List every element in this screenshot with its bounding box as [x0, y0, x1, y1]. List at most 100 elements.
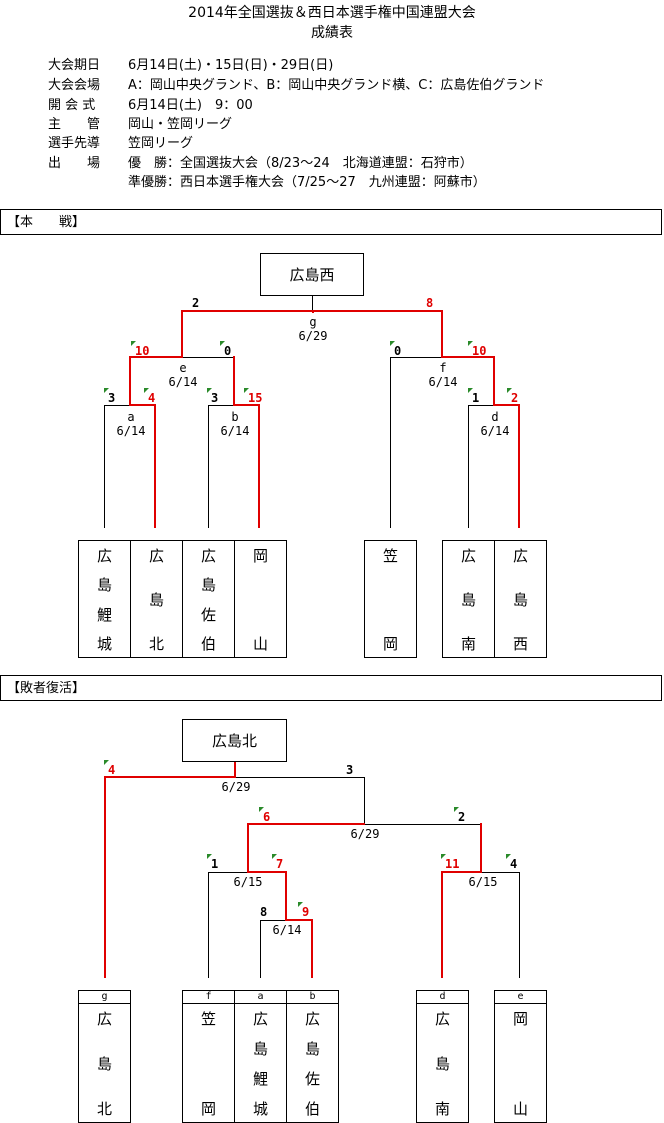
info-label: 選手先導	[48, 136, 101, 151]
team-char: 広	[434, 1010, 450, 1028]
flag-icon	[272, 854, 277, 859]
team-char: 広	[96, 1010, 112, 1028]
team-char: 広	[96, 547, 112, 565]
info-value: 笠岡リーグ	[128, 136, 194, 151]
flag-icon	[441, 854, 446, 859]
info-label: 大会期日	[48, 58, 101, 73]
score: 1	[468, 388, 479, 405]
team-char: 山	[252, 635, 268, 653]
flag-icon	[454, 807, 459, 812]
flag-icon	[468, 388, 473, 393]
info-value: 6月14日(土) 9：00	[128, 98, 253, 113]
flag-icon	[104, 760, 109, 765]
team-char: 島	[460, 591, 476, 609]
score: 8	[260, 905, 268, 919]
team-char: 広	[200, 547, 216, 565]
team-cell: 広島北	[130, 540, 183, 658]
score: 6	[259, 807, 270, 824]
team-char: 岡	[382, 635, 398, 653]
team-char: 島	[304, 1040, 320, 1058]
score: 10	[131, 341, 149, 358]
team-char: 岡	[512, 1010, 528, 1028]
main-champion-box: 広島西	[260, 253, 364, 296]
team-cell: 広島鯉城	[234, 1003, 287, 1123]
team-char: 城	[252, 1100, 268, 1118]
team-char: 南	[434, 1100, 450, 1118]
match-date: 6/14	[272, 923, 302, 937]
flag-icon	[207, 854, 212, 859]
page-subtitle: 成績表	[311, 25, 353, 41]
flag-icon	[507, 388, 512, 393]
team-char: 島	[512, 591, 528, 609]
info-label: 出 場	[48, 156, 101, 171]
slot-header: d	[416, 990, 469, 1004]
team-char: 佐	[200, 605, 216, 624]
score: 1	[207, 854, 218, 871]
score: 11	[441, 854, 459, 871]
losers-section-header: 【敗者復活】	[0, 675, 662, 701]
team-cell: 広島佐伯	[182, 540, 235, 658]
team-cell: 広島鯉城	[78, 540, 131, 658]
score: 4	[104, 760, 115, 777]
flag-icon	[104, 388, 109, 393]
score: 0	[220, 341, 231, 358]
score: 9	[298, 902, 309, 919]
team-char: 岡	[200, 1100, 216, 1118]
team-char: 笠	[382, 547, 398, 565]
team-cell: 広島西	[494, 540, 547, 658]
score: 15	[244, 388, 262, 405]
main-section-header: 【本 戦】	[0, 209, 662, 235]
info-value: 優 勝：全国選抜大会（8/23～24 北海道連盟：石狩市）	[128, 156, 473, 171]
team-char: 山	[512, 1100, 528, 1118]
flag-icon	[144, 388, 149, 393]
team-cell: 広島南	[442, 540, 495, 658]
flag-icon	[220, 341, 225, 346]
team-char: 佐	[304, 1070, 320, 1088]
team-char: 伯	[200, 635, 216, 653]
match-date: 6/15	[468, 875, 498, 889]
info-label: 開 会 式	[48, 98, 96, 113]
team-char: 広	[512, 547, 528, 565]
team-char: 笠	[200, 1010, 216, 1028]
team-char: 広	[304, 1010, 320, 1028]
team-char: 北	[148, 635, 164, 653]
team-char: 城	[96, 635, 112, 653]
team-cell: 広島北	[78, 1003, 131, 1123]
score: 2	[454, 807, 465, 824]
team-cell: 岡山	[234, 540, 287, 658]
info-label: 主 管	[48, 117, 101, 132]
team-char: 島	[434, 1055, 450, 1073]
score: 8	[426, 296, 434, 310]
score: 0	[390, 341, 401, 358]
page-title: 2014年全国選抜＆西日本選手権中国連盟大会	[188, 5, 476, 21]
match-date: 6/29	[350, 827, 380, 841]
info-value: A：岡山中央グランド、B：岡山中央グランド横、C：広島佐伯グランド	[128, 78, 545, 93]
team-cell: 笠岡	[364, 540, 417, 658]
score: 7	[272, 854, 283, 871]
info-value: 準優勝：西日本選手権大会（7/25～27 九州連盟：阿蘇市）	[128, 175, 486, 190]
team-char: 広	[252, 1010, 268, 1028]
score: 3	[346, 763, 354, 777]
team-char: 島	[200, 576, 216, 595]
slot-header: e	[494, 990, 547, 1004]
team-char: 南	[460, 635, 476, 653]
slot-header: g	[78, 990, 131, 1004]
match-date: 6/29	[221, 780, 251, 794]
team-char: 島	[96, 576, 112, 595]
team-char: 島	[252, 1040, 268, 1058]
flag-icon	[244, 388, 249, 393]
score: 10	[468, 341, 486, 358]
team-cell: 笠岡	[182, 1003, 235, 1123]
flag-icon	[259, 807, 264, 812]
team-char: 岡	[252, 547, 268, 565]
flag-icon	[131, 341, 136, 346]
team-char: 伯	[304, 1100, 320, 1118]
score: 4	[144, 388, 155, 405]
team-char: 広	[148, 547, 164, 565]
